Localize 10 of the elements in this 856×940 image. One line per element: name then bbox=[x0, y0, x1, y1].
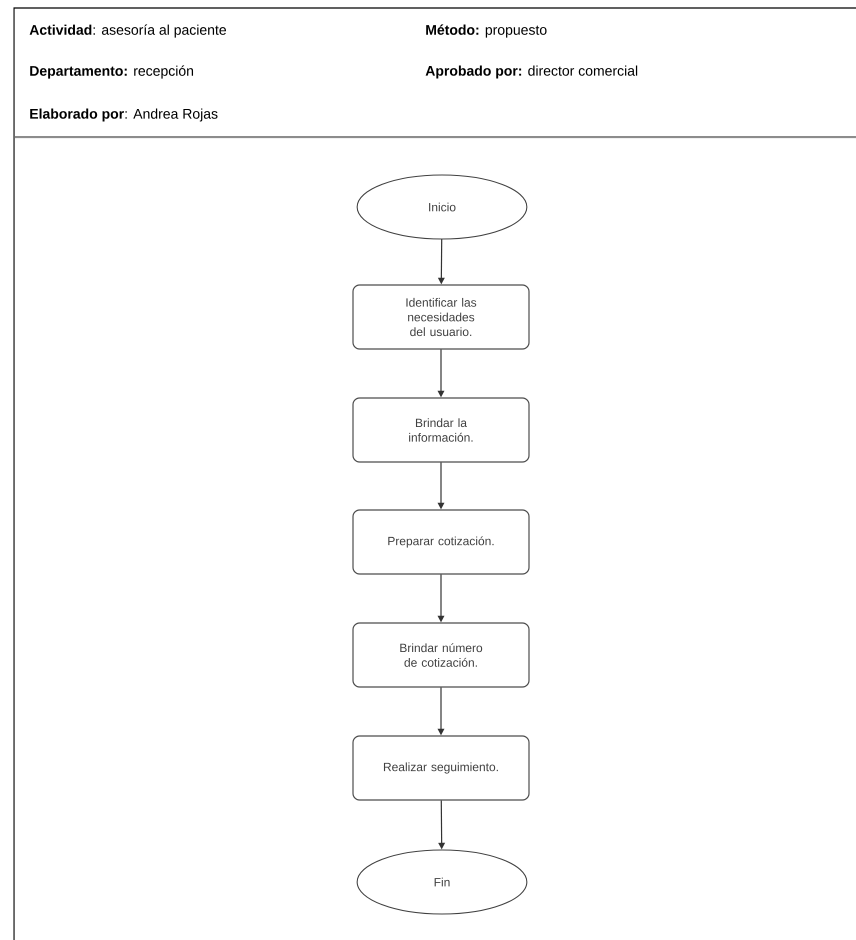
header-field: Método: propuesto bbox=[426, 24, 547, 38]
process-box: Preparar cotización. bbox=[352, 509, 530, 575]
process-box: Brindar la información. bbox=[352, 397, 530, 463]
header-field: Actividad: asesoría al paciente bbox=[30, 24, 226, 38]
process-box: Realizar seguimiento. bbox=[352, 735, 530, 801]
header-field: Elaborado por: Andrea Rojas bbox=[30, 108, 218, 122]
process-box: Identificar las necesidades del usuario. bbox=[352, 284, 530, 350]
process-box: Brindar número de cotización. bbox=[352, 622, 530, 688]
header-field: Aprobado por: director comercial bbox=[426, 66, 638, 79]
header-field: Departamento: recepción bbox=[30, 65, 194, 79]
